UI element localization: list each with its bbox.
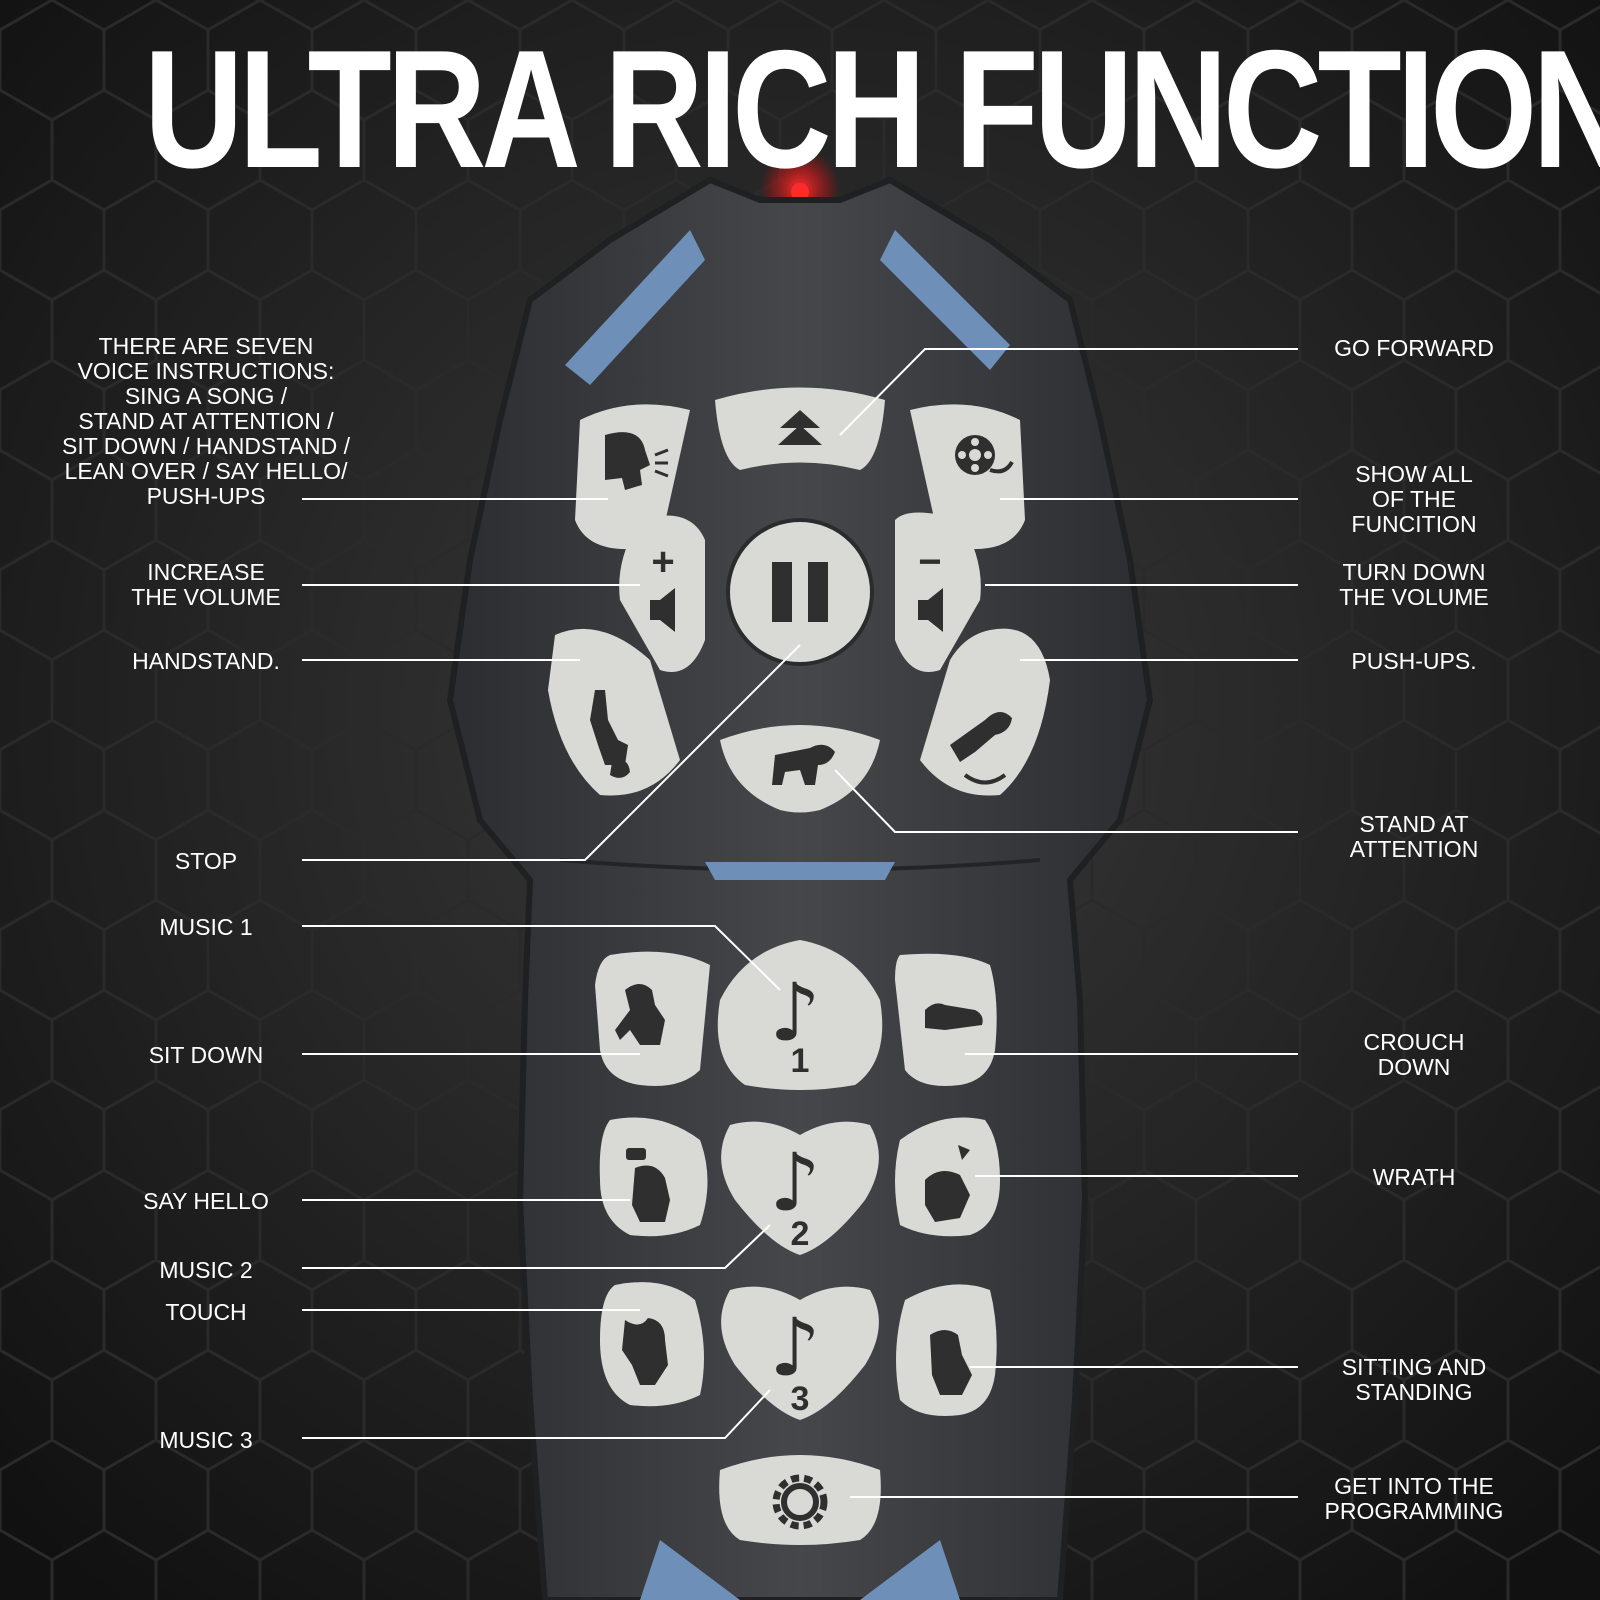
label-touch: TOUCH [165,1299,247,1325]
dog-crouch-icon [925,1003,983,1030]
volume-up-button[interactable]: + [619,515,705,673]
handstand-button[interactable] [548,628,680,796]
sitting-standing-button[interactable] [896,1284,997,1416]
label-show-all: SHOW ALL OF THE FUNCITION [1351,461,1477,537]
music-3-button[interactable]: ♪ 3 [721,1286,879,1420]
label-music-2: MUSIC 2 [159,1257,253,1283]
dog-sit-icon [615,984,665,1045]
label-stop: STOP [174,848,238,874]
dog-hello-icon [626,1148,670,1222]
label-crouch-down: CROUCH DOWN [1363,1029,1465,1080]
blue-accent-right [880,230,1010,370]
gear-icon [772,1474,828,1530]
volume-down-button[interactable]: − [895,512,981,673]
label-voice-instructions: THERE ARE SEVEN VOICE INSTRUCTIONS: SING… [62,333,350,509]
label-turn-down-volume: TURN DOWN THE VOLUME [1339,559,1489,610]
volume-up-icon: + [650,540,675,632]
crouch-down-button[interactable] [895,953,997,1086]
music-note-icon: ♪ [769,966,820,1059]
blue-accent-bottom [640,1540,960,1600]
label-wrath: WRATH [1372,1164,1456,1190]
label-sitting-and-standing: SITTING AND STANDING [1341,1354,1487,1405]
leader-lines [302,348,1298,1498]
volume-down-icon: − [918,540,943,632]
music-3-number: 3 [791,1380,810,1418]
blue-accent-left [565,230,705,385]
forward-arrow-icon [778,410,822,445]
music-1-number: 1 [791,1042,810,1080]
music-1-button[interactable]: ♪ 1 [717,940,883,1090]
label-increase-volume: INCREASE THE VOLUME [131,559,281,610]
voice-button[interactable] [575,404,690,550]
volume-up-glyph: + [651,540,674,584]
dog-handstand-icon [590,690,630,778]
pause-icon [772,562,828,622]
label-stand-at-attention: STAND AT ATTENTION [1349,811,1479,862]
music-2-button[interactable]: ♪ 2 [721,1121,879,1255]
dog-sitstand-icon [930,1330,972,1395]
page-title: ULTRA RICH FUNCTIONS [144,15,1600,203]
label-push-ups: PUSH-UPS. [1351,648,1477,674]
music-2-number: 2 [791,1215,810,1253]
push-ups-button[interactable] [920,628,1050,796]
dog-pushup-icon [950,711,1012,785]
music-note-icon: ♪ [769,1136,820,1229]
pause-button[interactable] [726,518,874,666]
dog-attention-icon [772,744,835,785]
stand-at-attention-button[interactable] [720,725,880,813]
led-light [791,183,809,201]
say-hello-button[interactable] [599,1117,708,1237]
label-say-hello: SAY HELLO [143,1188,269,1214]
voice-icon [605,432,669,490]
dog-wrath-icon [925,1145,970,1222]
label-go-forward: GO FORWARD [1334,335,1494,361]
touch-button[interactable] [600,1282,704,1407]
label-handstand: HANDSTAND. [132,648,280,674]
wrath-button[interactable] [895,1117,1000,1237]
film-reel-icon [955,435,1014,475]
forward-button[interactable] [715,387,885,471]
dog-touch-icon [622,1318,668,1385]
music-note-icon: ♪ [769,1301,820,1394]
label-sit-down: SIT DOWN [148,1042,264,1068]
volume-down-glyph: − [918,540,941,584]
sit-down-button[interactable] [595,951,710,1086]
show-all-button[interactable] [910,404,1025,550]
blue-accent-middle [705,862,895,880]
label-programming: GET INTO THE PROGRAMMING [1324,1473,1504,1524]
programming-button[interactable] [719,1455,881,1545]
label-music-1: MUSIC 1 [159,914,253,940]
label-music-3: MUSIC 3 [159,1427,253,1453]
